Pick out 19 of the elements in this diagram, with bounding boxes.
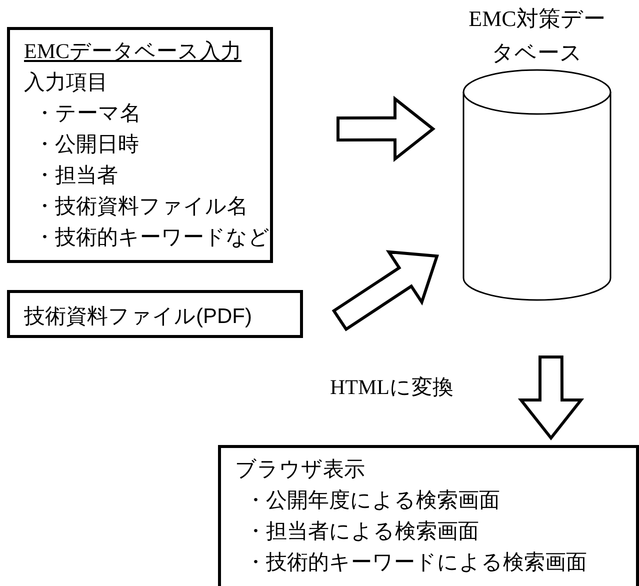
block-arrow [332,250,440,332]
list-item: ・担当者による検索画面 [244,519,480,545]
list-item: ・公開年度による検索画面 [244,488,501,514]
text-box [7,290,303,338]
heading-text: ブラウザ表示 [235,457,366,483]
text-box [218,445,639,586]
list-item: ・担当者 [33,163,119,189]
list-item: ・技術的キーワードなど [33,225,270,251]
block-arrow [336,96,436,162]
list-item: ・技術的キーワードによる検索画面 [244,550,588,576]
list-item: 入力項目 [24,70,109,96]
database-title: EMC対策データベース [468,5,606,67]
list-item: ・公開日時 [33,132,140,158]
list-item: ・テーマ名 [33,101,142,127]
list-item: ・技術資料ファイル名 [33,194,249,220]
text-box [7,27,273,263]
block-arrow [518,356,584,440]
heading-text: 技術資料ファイル(PDF) [24,304,253,330]
heading-text: EMCデータベース入力 [24,38,243,65]
